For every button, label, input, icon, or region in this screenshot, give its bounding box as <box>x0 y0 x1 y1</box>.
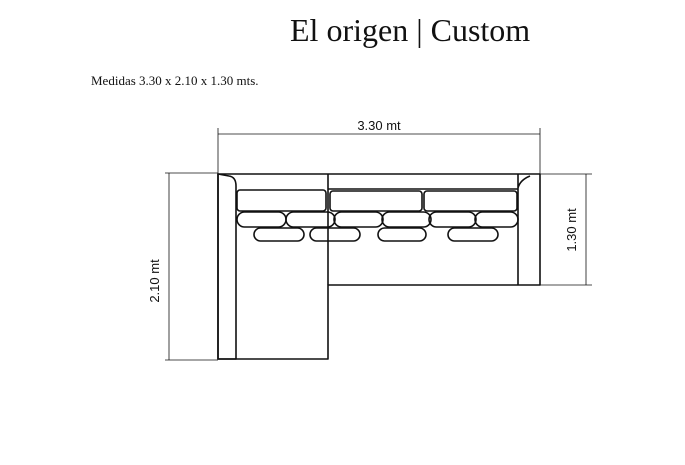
back-cushion-2 <box>423 190 518 212</box>
seat-pill-6 <box>474 211 519 228</box>
right-arm <box>517 174 531 285</box>
pillow-2 <box>309 227 361 242</box>
side-label: 1.30 mt <box>564 208 579 252</box>
pillow-1 <box>253 227 305 242</box>
seat-pill-2 <box>285 211 336 228</box>
depth-label: 2.10 mt <box>147 259 162 303</box>
width-label: 3.30 mt <box>357 118 401 133</box>
pillow-4 <box>447 227 499 242</box>
measurements-text: Medidas 3.30 x 2.10 x 1.30 mts. <box>91 73 259 88</box>
side-dimension <box>540 173 592 286</box>
seat-pill-4 <box>381 211 432 228</box>
seat-pill-3 <box>333 211 384 228</box>
depth-dimension <box>165 172 218 361</box>
seat-pill-5 <box>428 211 477 228</box>
width-dimension <box>217 128 541 178</box>
back-cushion-1 <box>329 190 423 212</box>
sofa-outline <box>217 173 541 360</box>
pillow-3 <box>377 227 427 242</box>
page-title: El origen | Custom <box>290 12 531 48</box>
seat-pill-1 <box>236 211 287 228</box>
chaise-left-arm <box>217 173 237 360</box>
chaise-back-cushion <box>236 189 327 212</box>
